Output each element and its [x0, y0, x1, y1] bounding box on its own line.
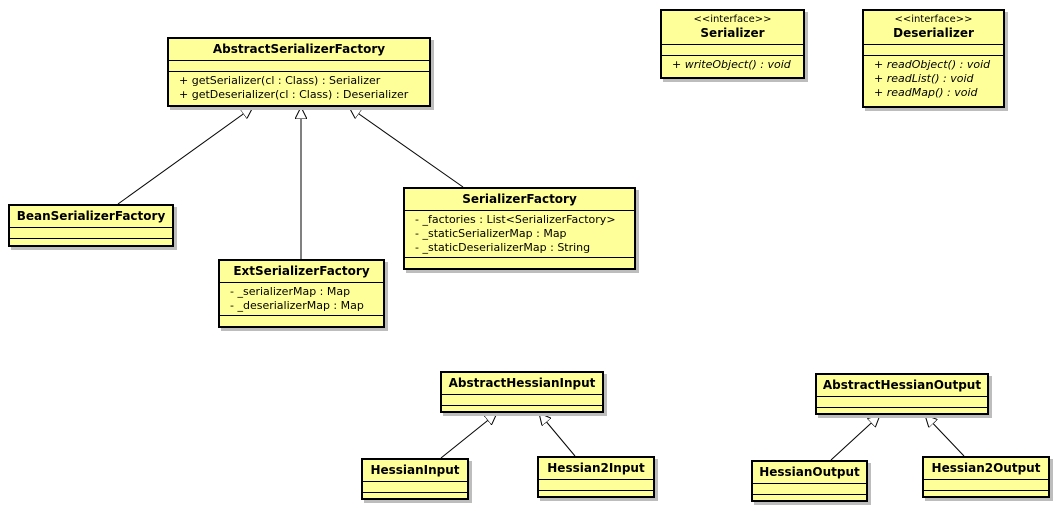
class-name: Hessian2Output	[931, 461, 1041, 475]
operation: + getDeserializer(cl : Class) : Deserial…	[179, 88, 409, 101]
attributes-section	[442, 395, 602, 406]
operations-section	[539, 491, 653, 501]
attributes-section	[539, 480, 653, 491]
attributes-section	[753, 484, 866, 495]
edge-hessianoutput-to-abstract-output	[830, 415, 880, 461]
operations-section	[10, 239, 172, 249]
class-abstract-hessian-output[interactable]: AbstractHessianOutput	[815, 373, 989, 415]
interface-deserializer[interactable]: <<interface>> Deserializer + readObject(…	[862, 9, 1005, 108]
class-name: AbstractHessianInput	[448, 376, 596, 390]
class-abstract-serializer-factory[interactable]: AbstractSerializerFactory + getSerialize…	[167, 37, 431, 107]
attributes-section: - _factories : List<SerializerFactory> -…	[405, 211, 634, 258]
attributes-section	[363, 482, 467, 493]
class-hessian2-input[interactable]: Hessian2Input	[537, 456, 655, 498]
attributes-section	[169, 61, 429, 72]
class-name: BeanSerializerFactory	[16, 209, 166, 223]
interface-serializer[interactable]: <<interface>> Serializer + writeObject()…	[660, 9, 805, 79]
class-name: Serializer	[700, 26, 765, 40]
attributes-section	[864, 45, 1003, 56]
operations-section	[442, 406, 602, 416]
operations-section	[405, 258, 634, 268]
operation: + getSerializer(cl : Class) : Serializer	[179, 74, 381, 87]
attributes-section	[10, 228, 172, 239]
attribute: - _factories : List<SerializerFactory>	[415, 213, 616, 226]
class-serializer-factory[interactable]: SerializerFactory - _factories : List<Se…	[403, 187, 636, 270]
attributes-section: - _serializerMap : Map - _deserializerMa…	[220, 283, 383, 316]
edge-hessianinput-to-abstract-input	[440, 413, 497, 459]
class-hessian-input[interactable]: HessianInput	[361, 458, 469, 500]
operation: + readObject() : void	[874, 58, 991, 71]
attributes-section	[924, 480, 1048, 491]
class-name: AbstractHessianOutput	[822, 378, 982, 392]
class-abstract-hessian-input[interactable]: AbstractHessianInput	[440, 371, 604, 413]
class-name: ExtSerializerFactory	[233, 264, 370, 278]
class-name: AbstractSerializerFactory	[212, 42, 386, 56]
edge-hessian2output-to-abstract-output	[925, 415, 965, 457]
operations-section	[363, 493, 467, 503]
operations-section	[817, 408, 987, 418]
class-bean-serializer-factory[interactable]: BeanSerializerFactory	[8, 204, 174, 247]
class-name: SerializerFactory	[462, 192, 577, 206]
class-hessian-output[interactable]: HessianOutput	[751, 460, 868, 502]
operations-section	[924, 491, 1048, 501]
operations-section	[753, 495, 866, 505]
class-name: Deserializer	[893, 26, 974, 40]
class-name: HessianOutput	[759, 465, 860, 479]
operations-section: + readObject() : void + readList() : voi…	[864, 56, 1003, 102]
stereotype: <<interface>>	[693, 14, 772, 25]
class-hessian2-output[interactable]: Hessian2Output	[922, 456, 1050, 498]
stereotype: <<interface>>	[894, 14, 973, 25]
attributes-section	[817, 397, 987, 408]
attribute: - _serializerMap : Map	[230, 285, 351, 298]
operation: + readMap() : void	[874, 86, 978, 99]
edge-bean-to-abstract-serializer-factory	[117, 107, 253, 205]
operation: + readList() : void	[874, 72, 974, 85]
edge-hessian2input-to-abstract-input	[539, 413, 576, 457]
attribute: - _staticDeserializerMap : String	[415, 241, 591, 254]
attribute: - _staticSerializerMap : Map	[415, 227, 567, 240]
class-name: HessianInput	[370, 463, 460, 477]
edge-serializerfactory-to-abstract-serializer-factory	[349, 107, 464, 188]
class-name: Hessian2Input	[547, 461, 645, 475]
operation: + writeObject() : void	[672, 58, 791, 71]
attributes-section	[662, 45, 803, 56]
class-ext-serializer-factory[interactable]: ExtSerializerFactory - _serializerMap : …	[218, 259, 385, 328]
attribute: - _deserializerMap : Map	[230, 299, 364, 312]
operations-section	[220, 316, 383, 326]
operations-section: + writeObject() : void	[662, 56, 803, 74]
operations-section: + getSerializer(cl : Class) : Serializer…	[169, 72, 429, 104]
